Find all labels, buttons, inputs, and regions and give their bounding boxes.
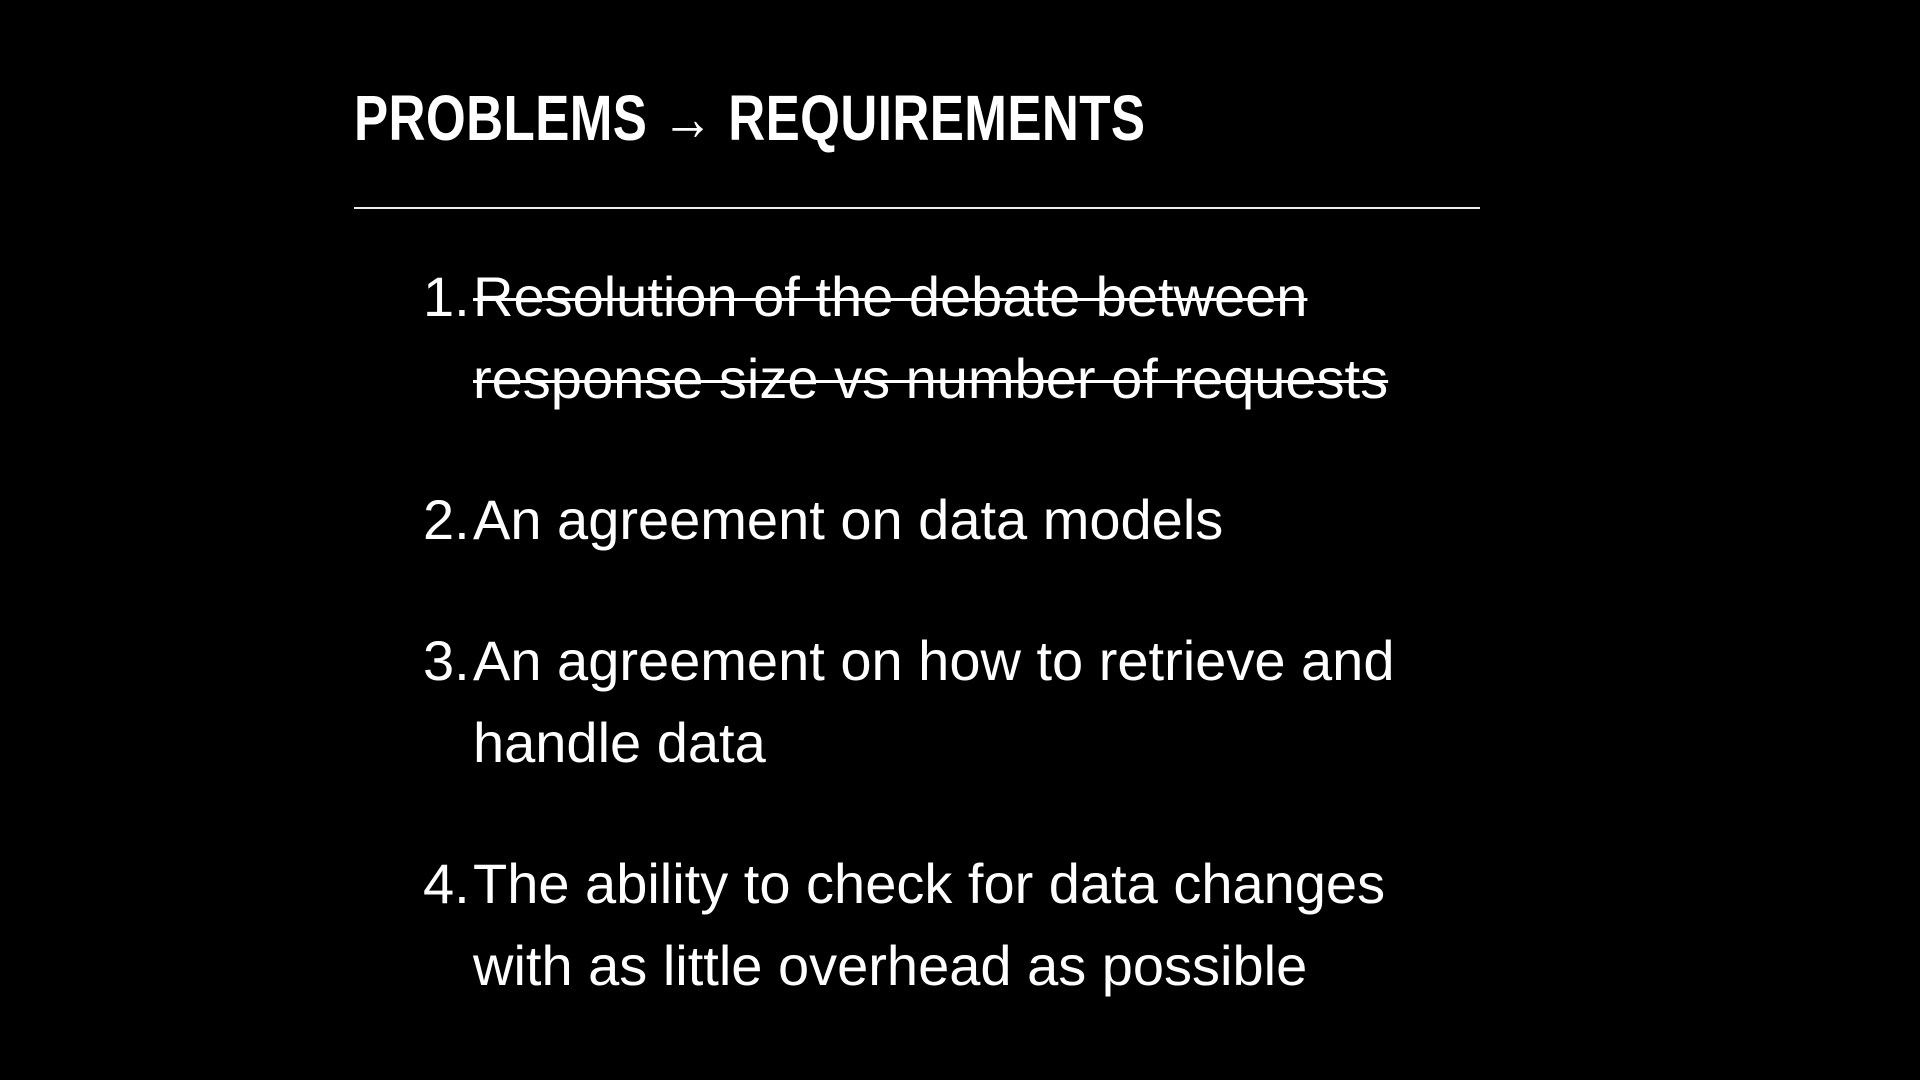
item-number: 4. <box>423 852 470 915</box>
list-item: 4. The ability to check for data changes… <box>354 843 1484 1007</box>
item-text: Resolution of the debate between respons… <box>473 265 1389 410</box>
list-item: 1. Resolution of the debate between resp… <box>354 256 1484 420</box>
item-text: The ability to check for data changes wi… <box>473 852 1386 997</box>
item-number: 1. <box>423 265 470 328</box>
item-number: 3. <box>423 629 470 692</box>
title-divider-rule <box>354 207 1480 209</box>
list-item: 3. An agreement on how to retrieve and h… <box>354 620 1484 784</box>
slide-content: PROBLEMS → REQUIREMENTS 1. Resolution of… <box>354 86 1484 1066</box>
item-text: An agreement on how to retrieve and hand… <box>473 629 1395 774</box>
requirements-list: 1. Resolution of the debate between resp… <box>354 256 1484 1007</box>
item-number: 2. <box>423 488 470 551</box>
item-text: An agreement on data models <box>473 488 1224 551</box>
list-item: 2. An agreement on data models <box>354 479 1484 561</box>
slide-title: PROBLEMS → REQUIREMENTS <box>354 82 1146 154</box>
